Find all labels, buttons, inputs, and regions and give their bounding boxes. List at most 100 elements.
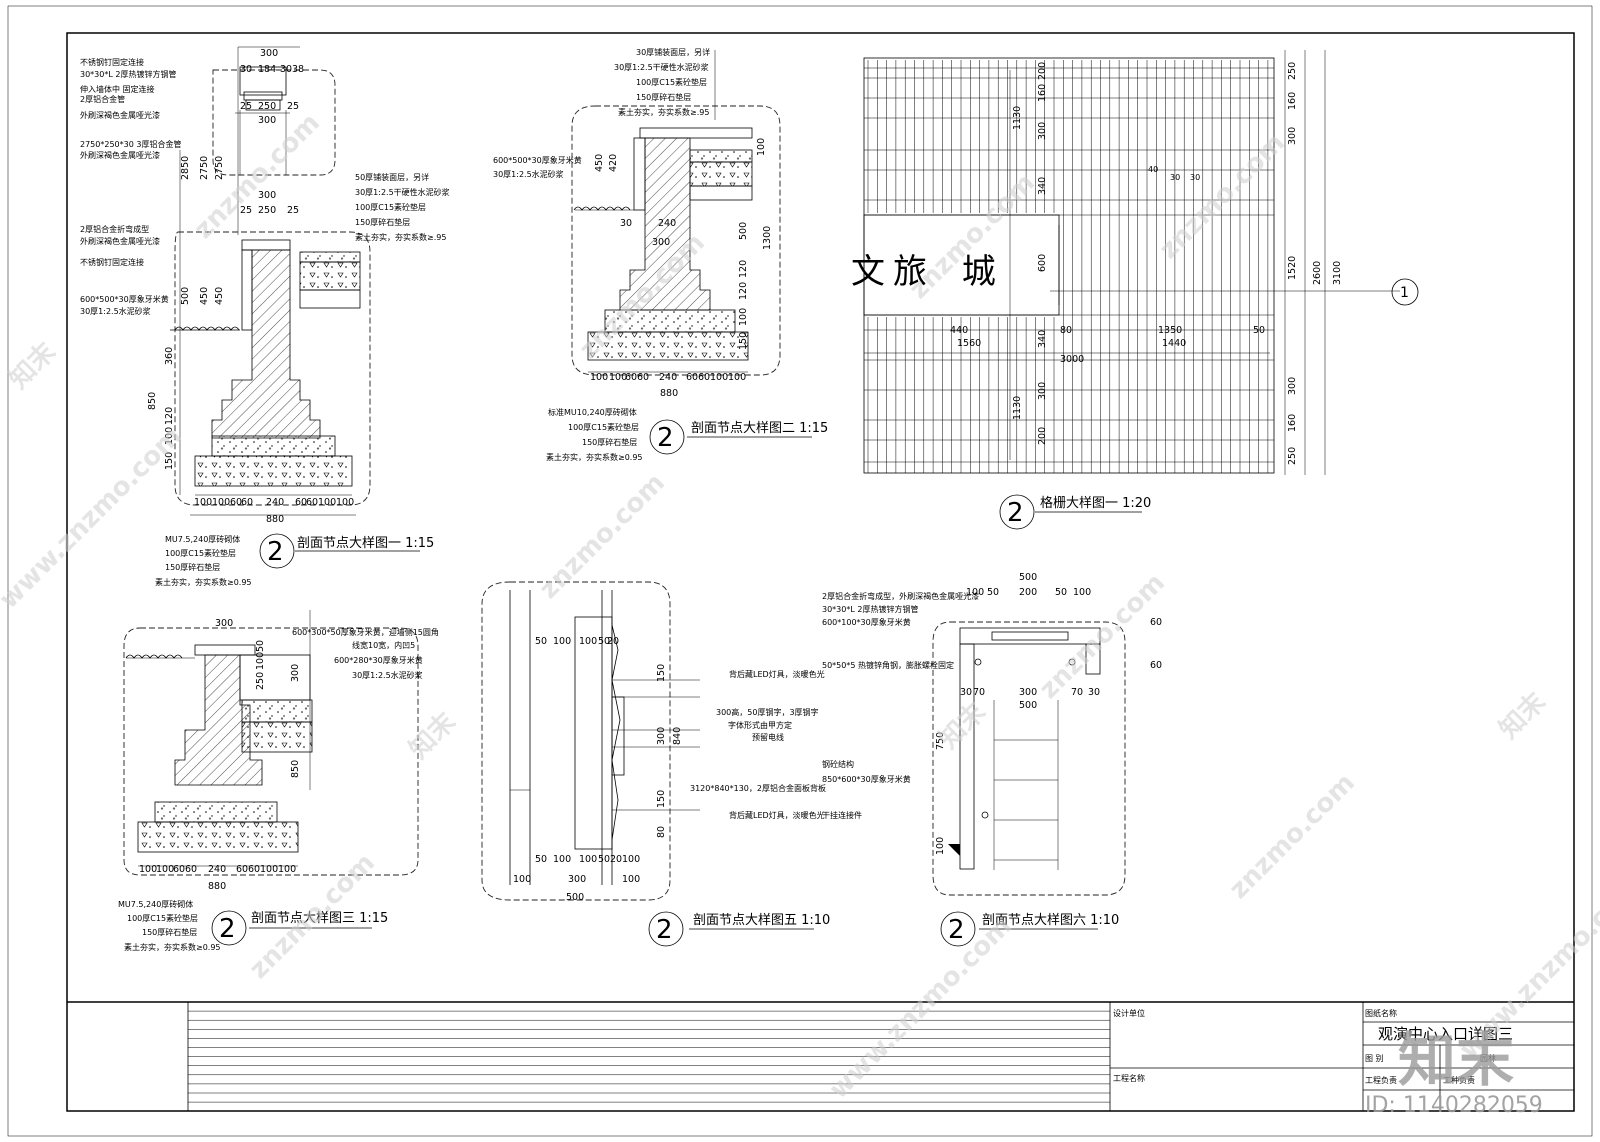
note: 600*280*30厚象牙米黄 bbox=[334, 655, 423, 665]
note: 150厚碎石垫层 bbox=[636, 92, 691, 102]
dim: 500 bbox=[180, 287, 191, 305]
dim: 25 bbox=[287, 205, 299, 216]
dim: 100 bbox=[156, 864, 174, 875]
brand-logo-watermark: 知末 bbox=[1398, 1026, 1514, 1094]
dim: 50 bbox=[987, 587, 999, 598]
dim: 300 bbox=[1037, 122, 1048, 140]
dim: 100 bbox=[260, 864, 278, 875]
detail1-dims: 300 30 184 30 38 25 250 25 300 300 25 25… bbox=[147, 48, 354, 525]
watermark-text: znzmo.com bbox=[1224, 768, 1361, 905]
note: 背后藏LED灯具，淡暖色光 bbox=[729, 669, 825, 679]
dim: 880 bbox=[660, 388, 678, 399]
detail5-labels: 背后藏LED灯具，淡暖色光 300高，50厚钢字，3厚钢字 字体形式由甲方定 预… bbox=[690, 669, 826, 820]
dim: 25 bbox=[287, 101, 299, 112]
note: 600*500*30厚象牙米黄 bbox=[80, 294, 169, 304]
note: 2厚铝合金折弯成型，外刷深褐色金属哑光漆 bbox=[822, 591, 979, 601]
note: 600*300*50厚象牙米黄，迎墙侧15圆角 bbox=[292, 627, 439, 637]
note: 100厚C15素砼垫层 bbox=[127, 913, 198, 923]
detail-title: 剖面节点大样图六 1:10 bbox=[982, 913, 1119, 928]
dim: 184 bbox=[258, 64, 276, 75]
sign-partial-char: 文 bbox=[851, 252, 885, 292]
note: 150厚碎石垫层 bbox=[582, 437, 637, 447]
note: 30*30*L 2厚热镀锌方钢管 bbox=[822, 604, 918, 614]
dim: 100 bbox=[738, 308, 749, 326]
dim: 100 bbox=[164, 427, 175, 445]
dim: 150 bbox=[656, 790, 667, 808]
detail-badge-number: 2 bbox=[657, 423, 674, 453]
detail-title: 剖面节点大样图五 1:10 bbox=[693, 913, 830, 928]
dim: 60 bbox=[1150, 617, 1162, 628]
dim: 420 bbox=[608, 154, 619, 172]
note: 50厚铺装面层，另详 bbox=[355, 172, 429, 182]
dim: 100 bbox=[278, 864, 296, 875]
dim: 200 bbox=[1037, 427, 1048, 445]
dim: 840 bbox=[672, 727, 683, 745]
dim: 60 bbox=[173, 864, 185, 875]
section-detail-5 bbox=[481, 581, 700, 901]
dim: 100 bbox=[590, 372, 608, 383]
dim: 40 bbox=[1148, 165, 1158, 174]
note: 2750*250*30 3厚铝合金管 bbox=[80, 139, 181, 149]
section-detail-2 bbox=[571, 50, 781, 376]
dim: 60 bbox=[248, 864, 260, 875]
dim: 80 bbox=[1060, 325, 1072, 336]
watermark-text: 知末 bbox=[404, 706, 463, 765]
note: 30厚1:2.5干硬性水泥砂浆 bbox=[614, 62, 709, 72]
dim: 60 bbox=[230, 497, 242, 508]
dim: 100 bbox=[710, 372, 728, 383]
dim: 20 bbox=[610, 854, 622, 865]
dim: 100 bbox=[609, 372, 627, 383]
dim: 340 bbox=[1037, 330, 1048, 348]
dim: 3000 bbox=[1060, 354, 1084, 365]
dim: 60 bbox=[241, 497, 253, 508]
note: 30厚1:2.5干硬性水泥砂浆 bbox=[355, 187, 450, 197]
dim: 240 bbox=[266, 497, 284, 508]
dim: 30 bbox=[1190, 173, 1200, 182]
dim: 300 bbox=[260, 48, 278, 59]
note: 850*600*30厚象牙米黄 bbox=[822, 774, 911, 784]
dim: 750 bbox=[935, 732, 946, 750]
detail2-labels: 30厚铺装面层，另详 30厚1:2.5干硬性水泥砂浆 100厚C15素砼垫层 1… bbox=[493, 47, 710, 462]
note: 3120*840*130，2厚铝合金面板背板 bbox=[690, 783, 826, 793]
dim: 300 bbox=[1019, 687, 1037, 698]
dim: 100 bbox=[212, 497, 230, 508]
dim: 60 bbox=[1150, 660, 1162, 671]
dim: 850 bbox=[147, 392, 158, 410]
dim: 120 bbox=[738, 282, 749, 300]
note: 外刷深褐色金属哑光漆 bbox=[80, 110, 160, 120]
dim: 1350 bbox=[1158, 325, 1182, 336]
image-id-watermark: ID: 1140282059 bbox=[1365, 1093, 1543, 1118]
note: 外刷深褐色金属哑光漆 bbox=[80, 236, 160, 246]
dim: 150 bbox=[738, 332, 749, 350]
watermark-text: www.znzmo.com bbox=[824, 911, 1018, 1105]
note: 素土夯实，夯实系数≥0.95 bbox=[124, 942, 221, 952]
note: 30厚铺装面层，另详 bbox=[636, 47, 710, 57]
grille-detail bbox=[863, 50, 1400, 475]
dim: 60 bbox=[698, 372, 710, 383]
note: 伸入墙体中 固定连接 bbox=[80, 84, 155, 94]
dim: 20 bbox=[607, 636, 619, 647]
title-block: 设计单位 工程名称 图纸名称 观演中心入口详图三 图 别 园林 工程负责 工种负… bbox=[67, 1001, 1574, 1111]
note: 外刷深褐色金属哑光漆 bbox=[80, 150, 160, 160]
dim: 50 bbox=[1253, 325, 1265, 336]
dim: 120 bbox=[738, 260, 749, 278]
dim: 100 bbox=[318, 497, 336, 508]
detail6-labels: 2厚铝合金折弯成型，外刷深褐色金属哑光漆 30*30*L 2厚热镀锌方钢管 60… bbox=[822, 591, 979, 820]
detail-badge-number: 2 bbox=[948, 915, 965, 945]
dim: 100 bbox=[553, 636, 571, 647]
detail-title: 剖面节点大样图二 1:15 bbox=[691, 421, 828, 436]
dim: 850 bbox=[290, 760, 301, 778]
dim: 2850 bbox=[180, 156, 191, 180]
detail-title: 剖面节点大样图一 1:15 bbox=[297, 536, 434, 551]
dim: 30 bbox=[620, 218, 632, 229]
dim: 100 bbox=[194, 497, 212, 508]
dim: 500 bbox=[1019, 700, 1037, 711]
detail-badge-number: 2 bbox=[219, 914, 236, 944]
dim: 100 bbox=[966, 587, 984, 598]
dim: 50 bbox=[255, 640, 266, 652]
dim: 100 bbox=[255, 652, 266, 670]
detail2-title: 2 剖面节点大样图二 1:15 bbox=[649, 419, 828, 455]
dim: 300 bbox=[215, 618, 233, 629]
dim: 30 bbox=[1088, 687, 1100, 698]
detail-title: 剖面节点大样图三 1:15 bbox=[251, 911, 388, 926]
